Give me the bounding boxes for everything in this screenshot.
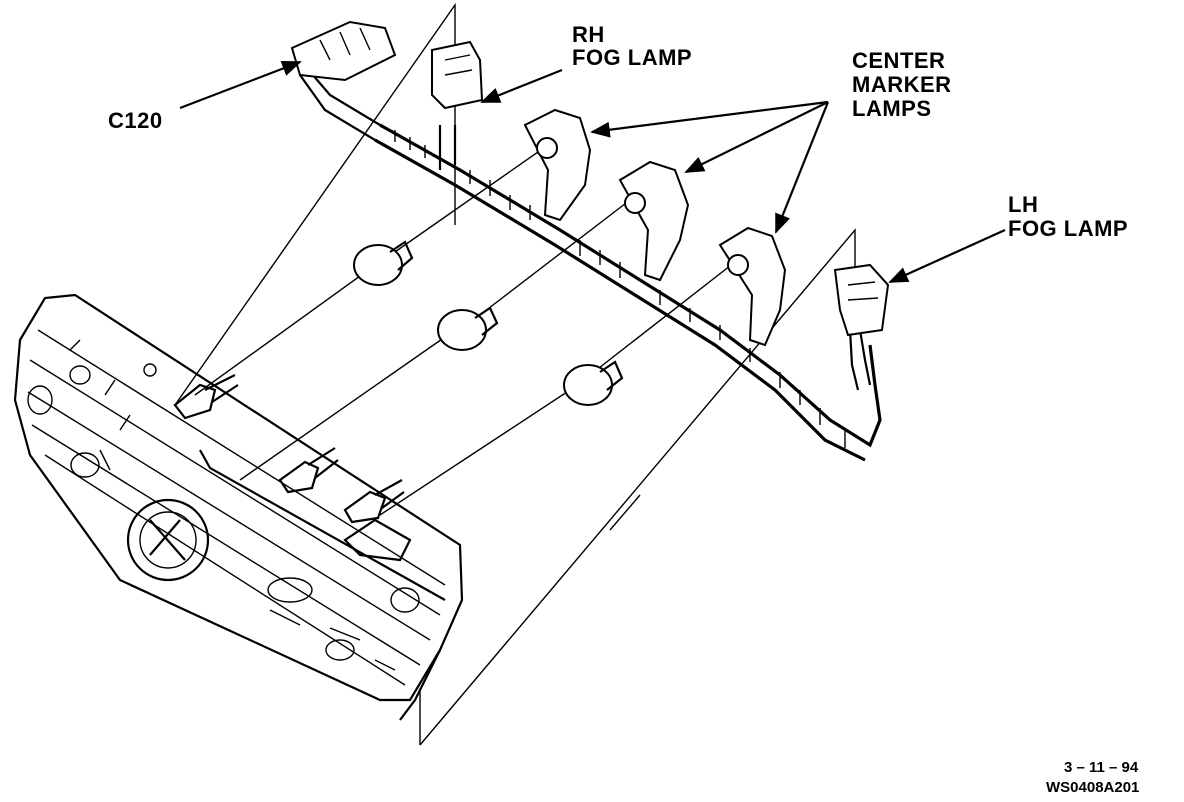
- bulb-1: [353, 240, 414, 286]
- c120-connector: [290, 20, 397, 82]
- lh-fog-connector: [833, 263, 890, 337]
- center-socket-2: [618, 160, 690, 282]
- rh-fog-lamp-label-line1: RH: [572, 22, 605, 47]
- center-marker-label-line1: CENTER: [852, 48, 946, 73]
- center-marker-label-line2: MARKER: [852, 72, 952, 97]
- lh-fog-lamp-label-line2: FOG LAMP: [1008, 216, 1129, 241]
- lh-fog-lamp-label-line1: LH: [1008, 192, 1039, 217]
- bulb-2: [437, 306, 499, 351]
- footer-date: 3 – 11 – 94: [1064, 759, 1139, 776]
- center-marker-label-line3: LAMPS: [852, 96, 932, 121]
- rh-fog-lamp-label-line2: FOG LAMP: [572, 45, 693, 70]
- rh-fog-connector: [431, 40, 484, 110]
- grille-sockets: [173, 374, 405, 524]
- c120-label: C120: [108, 108, 163, 133]
- grille-assembly: [13, 293, 464, 721]
- wiring-harness: [299, 59, 882, 462]
- callout-arrows: [179, 60, 1006, 284]
- center-socket-1: [523, 108, 592, 222]
- bulb-3: [563, 360, 624, 406]
- footer-code: WS0408A201: [1046, 779, 1140, 796]
- center-socket-3: [718, 226, 787, 347]
- bulb-leaders: [194, 144, 736, 516]
